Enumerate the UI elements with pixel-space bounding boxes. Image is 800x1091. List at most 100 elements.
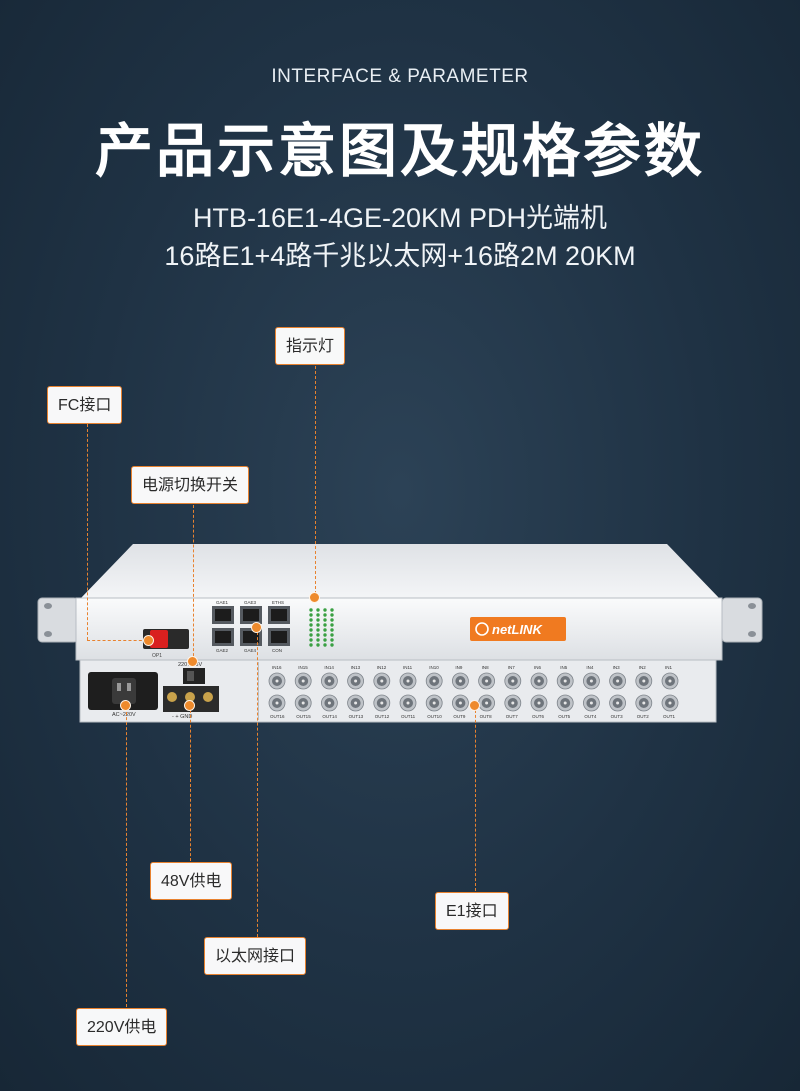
e1-callout-line — [475, 705, 476, 891]
e1-in-label: IN6 — [534, 665, 542, 670]
led-indicator — [330, 628, 334, 632]
e1-out-label: OUT13 — [349, 714, 364, 719]
callout-48v: 48V供电 — [150, 862, 233, 900]
led-indicator — [323, 608, 327, 612]
rj45-socket — [271, 609, 287, 621]
rj45-socket — [243, 609, 259, 621]
led-indicator — [330, 633, 334, 637]
brand-logo-icon — [475, 622, 489, 636]
bnc-pin — [642, 679, 646, 683]
led-indicator — [309, 623, 313, 627]
port-label: GAE2 — [216, 648, 229, 653]
bnc-pin — [589, 679, 593, 683]
e1-out-label: OUT10 — [427, 714, 442, 719]
bnc-pin — [563, 701, 567, 705]
led-indicator — [323, 633, 327, 637]
led-indicator — [323, 643, 327, 647]
rack-ear-left — [37, 597, 79, 643]
e1-out-label: OUT5 — [558, 714, 570, 719]
port-label: GAE1 — [216, 600, 229, 605]
led-indicator — [330, 608, 334, 612]
e1-out-label: OUT6 — [532, 714, 544, 719]
bnc-pin — [458, 679, 462, 683]
page-title: 产品示意图及规格参数 — [94, 119, 705, 184]
e1-in-label: IN4 — [586, 665, 594, 670]
led-indicator — [316, 633, 320, 637]
v220-callout-line — [126, 707, 127, 1007]
e1-in-label: IN2 — [639, 665, 647, 670]
v48-callout-dot — [184, 700, 195, 711]
bnc-pin — [616, 679, 620, 683]
callout-power-switch: 电源切换开关 — [131, 466, 250, 504]
e1-out-label: OUT16 — [270, 714, 285, 719]
e1-out-label: OUT2 — [637, 714, 649, 719]
ac-inlet-label: AC~220V — [112, 712, 136, 718]
switch-callout-line — [193, 505, 194, 661]
callout-220v: 220V供电 — [76, 1008, 168, 1046]
e1-out-label: OUT11 — [401, 714, 416, 719]
bnc-pin — [301, 701, 305, 705]
bnc-pin — [380, 701, 384, 705]
rj45-socket — [271, 631, 287, 643]
product-spec: 16路E1+4路千兆以太网+16路2M 20KM — [164, 241, 636, 271]
rj45-socket — [215, 631, 231, 643]
indicator-leds — [309, 608, 334, 647]
port-label: ETHS — [272, 600, 284, 605]
e1-in-label: IN10 — [429, 665, 439, 670]
e1-in-label: IN7 — [508, 665, 516, 670]
bnc-pin — [485, 679, 489, 683]
led-indicator — [330, 618, 334, 622]
ethernet-ports: GAE1 GAE3 ETHS GAE2 GAE4 CON — [212, 600, 290, 653]
callout-ethernet-port: 以太网接口 — [204, 937, 307, 975]
led-indicator — [316, 618, 320, 622]
ethernet-callout-line — [257, 627, 258, 937]
callout-fc-port: FC接口 — [47, 386, 123, 424]
fc-callout-line-h — [87, 640, 147, 641]
e1-out-label: OUT14 — [322, 714, 337, 719]
rack-ear-right — [721, 597, 763, 643]
e1-in-label: IN15 — [298, 665, 308, 670]
v48-callout-line — [190, 705, 191, 861]
e1-in-label: IN16 — [272, 665, 282, 670]
led-indicator — [316, 628, 320, 632]
led-indicator — [330, 643, 334, 647]
rj45-socket — [243, 631, 259, 643]
led-indicator — [309, 633, 313, 637]
e1-out-label: OUT1 — [663, 714, 675, 719]
rj45-socket — [215, 609, 231, 621]
led-indicator — [316, 623, 320, 627]
e1-out-label: OUT4 — [584, 714, 596, 719]
port-label: GAE3 — [244, 600, 257, 605]
v220-callout-dot — [120, 700, 131, 711]
fc-callout-dot — [143, 635, 154, 646]
led-indicator — [323, 628, 327, 632]
bnc-pin — [485, 701, 489, 705]
bnc-pin — [432, 679, 436, 683]
brand-name: netLINK — [492, 622, 543, 637]
e1-out-label: OUT7 — [506, 714, 518, 719]
port-label: CON — [272, 648, 282, 653]
e1-callout-dot — [469, 700, 480, 711]
led-indicator — [330, 623, 334, 627]
switch-callout-dot — [187, 656, 198, 667]
bnc-pin — [406, 701, 410, 705]
bnc-pin — [327, 679, 331, 683]
e1-in-label: IN13 — [351, 665, 361, 670]
e1-out-label: OUT8 — [480, 714, 492, 719]
indicator-callout-dot — [309, 592, 320, 603]
indicator-callout-line — [315, 366, 316, 599]
led-indicator — [316, 643, 320, 647]
bnc-pin — [406, 679, 410, 683]
e1-out-label: OUT9 — [453, 714, 465, 719]
device-top-cover — [80, 544, 720, 599]
bnc-pin — [275, 679, 279, 683]
e1-out-label: OUT3 — [611, 714, 623, 719]
port-label: GAE4 — [244, 648, 257, 653]
led-indicator — [316, 638, 320, 642]
led-indicator — [323, 623, 327, 627]
led-indicator — [316, 608, 320, 612]
e1-in-label: IN14 — [324, 665, 334, 670]
bnc-pin — [327, 701, 331, 705]
led-indicator — [323, 613, 327, 617]
led-indicator — [309, 608, 313, 612]
